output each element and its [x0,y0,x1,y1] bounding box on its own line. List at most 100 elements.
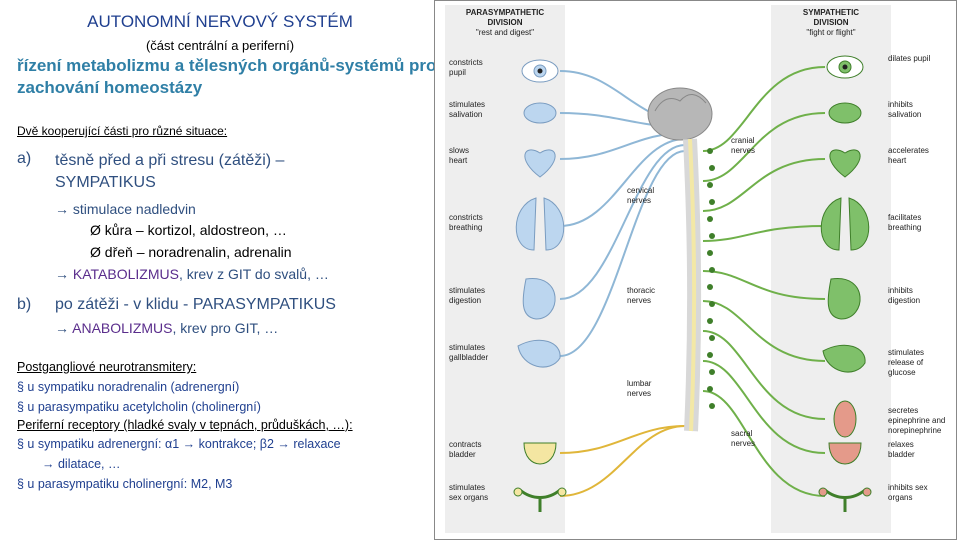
eye-right-pupil [843,65,848,70]
receptor-item-para: § u parasympatiku cholinergní: M2, M3 [17,477,232,491]
symp-label-8-0: inhibits sex [888,483,928,492]
para-label-7-1: sex organs [449,493,488,502]
nerve-label-4-1: nerves [731,439,755,448]
para-label-2-1: heart [449,156,468,165]
section-a-label: a) [17,150,31,168]
receptor-item-symp-cont: → dilatace, … [42,457,121,471]
para-label-0-1: pupil [449,68,466,77]
para-header-2: DIVISION [487,18,522,27]
ganglion-14 [707,386,713,392]
receptor-item-symp: § u sympatiku adrenergní: α1 → kontrakce… [17,437,341,451]
anabolism-line: → ANABOLIZMUS, krev pro GIT, … [55,320,278,336]
para-nerve-7 [560,426,685,496]
adrenal-stimulation-line: → stimulace nadledvin [55,201,196,217]
para-label-6-1: bladder [449,450,476,459]
para-label-1-0: stimulates [449,100,485,109]
medulla-bullet: Ø dřeň – noradrenalin, adrenalin [90,244,292,260]
brain [648,88,712,140]
ganglion-9 [709,301,715,307]
ganglion-12 [707,352,713,358]
symp-label-4-0: inhibits [888,286,913,295]
nerve-label-4-0: sacral [731,429,753,438]
ganglion-3 [709,199,715,205]
section-b-label: b) [17,296,31,314]
nerve-label-2-0: thoracic [627,286,655,295]
nerve-label-2-1: nerves [627,296,651,305]
slide-title: AUTONOMNÍ NERVOVÝ SYSTÉM [0,12,440,32]
neurotransmitter-item-symp: § u sympatiku noradrenalin (adrenergní) [17,380,239,394]
ganglion-11 [709,335,715,341]
salivary-gland-right [829,103,861,123]
para-label-3-0: constricts [449,213,483,222]
para-label-1-1: salivation [449,110,482,119]
symp-label-5-0: stimulates [888,348,924,357]
symp-header-3: "fight or flight" [806,28,855,37]
symp-label-8-1: organs [888,493,912,502]
neurotransmitter-heading: Postgangliové neurotransmitery: [17,360,196,374]
symp-label-6-0: secretes [888,406,918,415]
para-nerve-5 [560,151,685,356]
symp-label-6-1: epinephrine and [888,416,945,425]
symp-label-2-0: accelerates [888,146,929,155]
eye-left-pupil [538,69,543,74]
symp-label-0-0: dilates pupil [888,54,930,63]
catabolism-rest: , krev z GIT do svalů, … [179,266,329,282]
ganglion-1 [709,165,715,171]
para-label-4-1: digestion [449,296,481,305]
sex-organs-left-ovary-r [558,488,566,496]
neurotransmitter-item-para: § u parasympatiku acetylcholin (choliner… [17,400,261,414]
nerve-label-1-1: nerves [627,196,651,205]
slide-subtitle: (část centrální a periferní) [0,38,440,53]
ganglion-13 [709,369,715,375]
symp-label-1-0: inhibits [888,100,913,109]
para-label-4-0: stimulates [449,286,485,295]
section-b-text: po zátěži - v klidu - [55,296,193,313]
nerve-label-3-1: nerves [627,389,651,398]
catabolism-line: → KATABOLIZMUS, krev z GIT do svalů, … [55,266,329,282]
para-header-1: PARASYMPATHETIC [466,8,544,17]
nerve-label-0-1: nerves [731,146,755,155]
section-a-text: těsně před a při stresu (zátěži) – [55,152,284,169]
sex-organs-left-ovary-l [514,488,522,496]
catabolism-arrow: → [55,266,73,282]
para-label-3-1: breathing [449,223,482,232]
ans-diagram-svg: PARASYMPATHETIC DIVISION "rest and diges… [435,1,956,539]
anabolism-arrow: → [55,320,72,336]
symp-label-7-0: relaxes [888,440,914,449]
cortex-bullet: Ø kůra – kortizol, aldostreon, … [90,222,287,238]
symp-label-3-1: breathing [888,223,921,232]
symp-header-2: DIVISION [813,18,848,27]
symp-label-1-1: salivation [888,110,921,119]
para-label-6-0: contracts [449,440,481,449]
ganglion-5 [709,233,715,239]
ganglion-7 [709,267,715,273]
ganglion-6 [707,250,713,256]
para-label-2-0: slows [449,146,469,155]
symp-header-1: SYMPATHETIC [803,8,859,17]
adrenal-kidney-right [834,401,856,437]
section-a-keyword: SYMPATIKUS [55,174,156,191]
intro-line: Dvě kooperující části pro různé situace: [17,124,227,138]
ganglion-8 [707,284,713,290]
anabolism-rest: , krev pro GIT, … [172,320,278,336]
sex-organs-right-ovary-r [863,488,871,496]
symp-label-3-0: facilitates [888,213,921,222]
para-label-7-0: stimulates [449,483,485,492]
ganglion-10 [707,318,713,324]
nerve-label-0-0: cranial [731,136,755,145]
symp-label-5-1: release of [888,358,924,367]
symp-label-2-1: heart [888,156,907,165]
nerve-label-1-0: cervical [627,186,654,195]
symp-label-4-1: digestion [888,296,920,305]
receptor-heading: Periferní receptory (hladké svaly v tepn… [17,418,353,432]
para-label-0-0: constricts [449,58,483,67]
ans-diagram: PARASYMPATHETIC DIVISION "rest and diges… [434,0,957,540]
main-heading: řízení metabolizmu a tělesných orgánů-sy… [17,55,437,99]
ganglion-4 [707,216,713,222]
symp-label-7-1: bladder [888,450,915,459]
catabolism-keyword: KATABOLIZMUS [73,266,179,282]
anabolism-keyword: ANABOLIZMUS [72,320,172,336]
ganglion-2 [707,182,713,188]
para-label-5-1: gallbladder [449,353,488,362]
nerve-label-3-0: lumbar [627,379,652,388]
